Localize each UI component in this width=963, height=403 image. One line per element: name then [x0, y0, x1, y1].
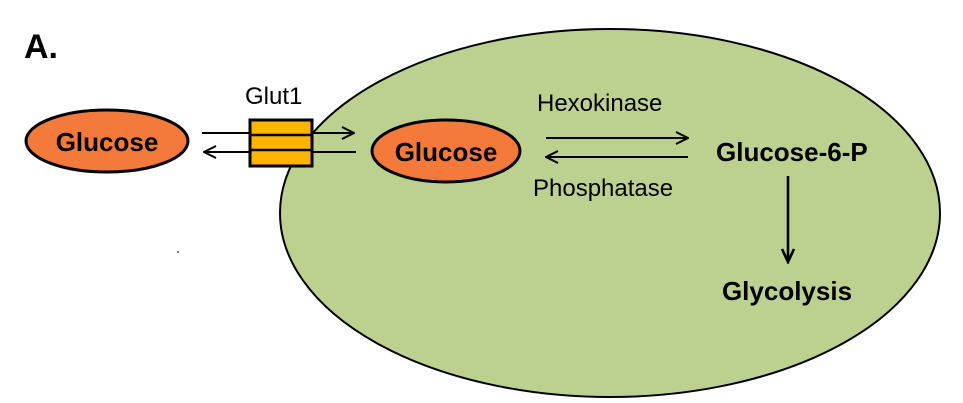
- intracellular-glucose: Glucose: [370, 118, 522, 184]
- phosphatase-label: Phosphatase: [533, 175, 673, 202]
- intracellular-glucose-label: Glucose: [395, 137, 498, 167]
- transporter-label: Glut1: [245, 83, 302, 110]
- glut1-transporter: [248, 118, 314, 168]
- intracellular-glucose-ellipse: [370, 118, 522, 184]
- extracellular-glucose: Glucose: [24, 108, 190, 174]
- hexokinase-label: Hexokinase: [537, 90, 662, 117]
- panel-label: A.: [24, 28, 58, 66]
- glut1-box: [248, 118, 314, 168]
- cell-body: [279, 28, 941, 398]
- glucose-6-p-label: Glucose-6-P: [716, 137, 868, 167]
- extracellular-glucose-ellipse: [24, 108, 190, 174]
- glycolysis-label: Glycolysis: [722, 276, 852, 306]
- stray-dot: [177, 251, 179, 253]
- extracellular-glucose-label: Glucose: [56, 127, 159, 157]
